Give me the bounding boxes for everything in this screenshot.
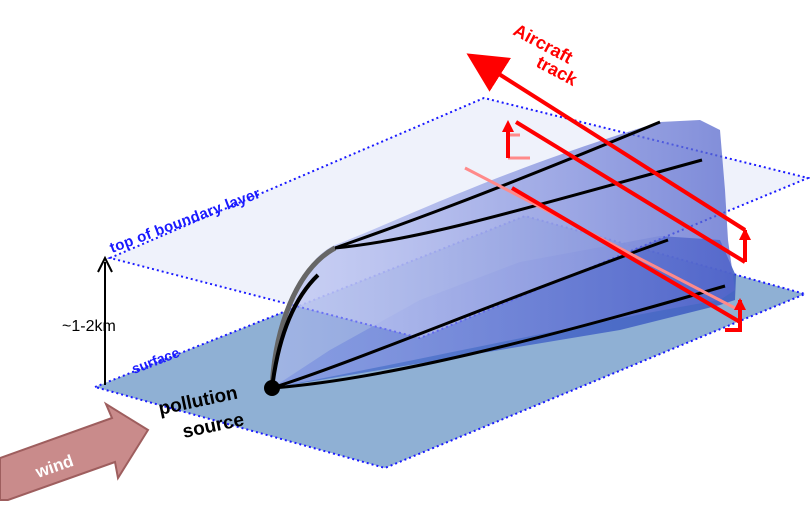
pollution-source-dot bbox=[264, 380, 280, 396]
height-arrow-icon bbox=[97, 255, 113, 273]
plume-lower-line-1 bbox=[271, 238, 669, 390]
height-label: ~1-2km bbox=[62, 318, 116, 335]
track-climb-arrow-3 bbox=[502, 120, 514, 132]
track-climb-arrow-2 bbox=[734, 298, 746, 310]
source-label: source bbox=[181, 409, 246, 442]
plume-upper-line-2 bbox=[334, 158, 703, 250]
track-climb-arrow-1 bbox=[739, 228, 751, 240]
plume-lower-line-2 bbox=[271, 284, 726, 390]
wind-arrow-icon bbox=[0, 401, 150, 501]
plume-upper-line-1 bbox=[334, 120, 661, 250]
plume-left-edge bbox=[270, 273, 320, 389]
aircraft-track bbox=[466, 53, 747, 332]
